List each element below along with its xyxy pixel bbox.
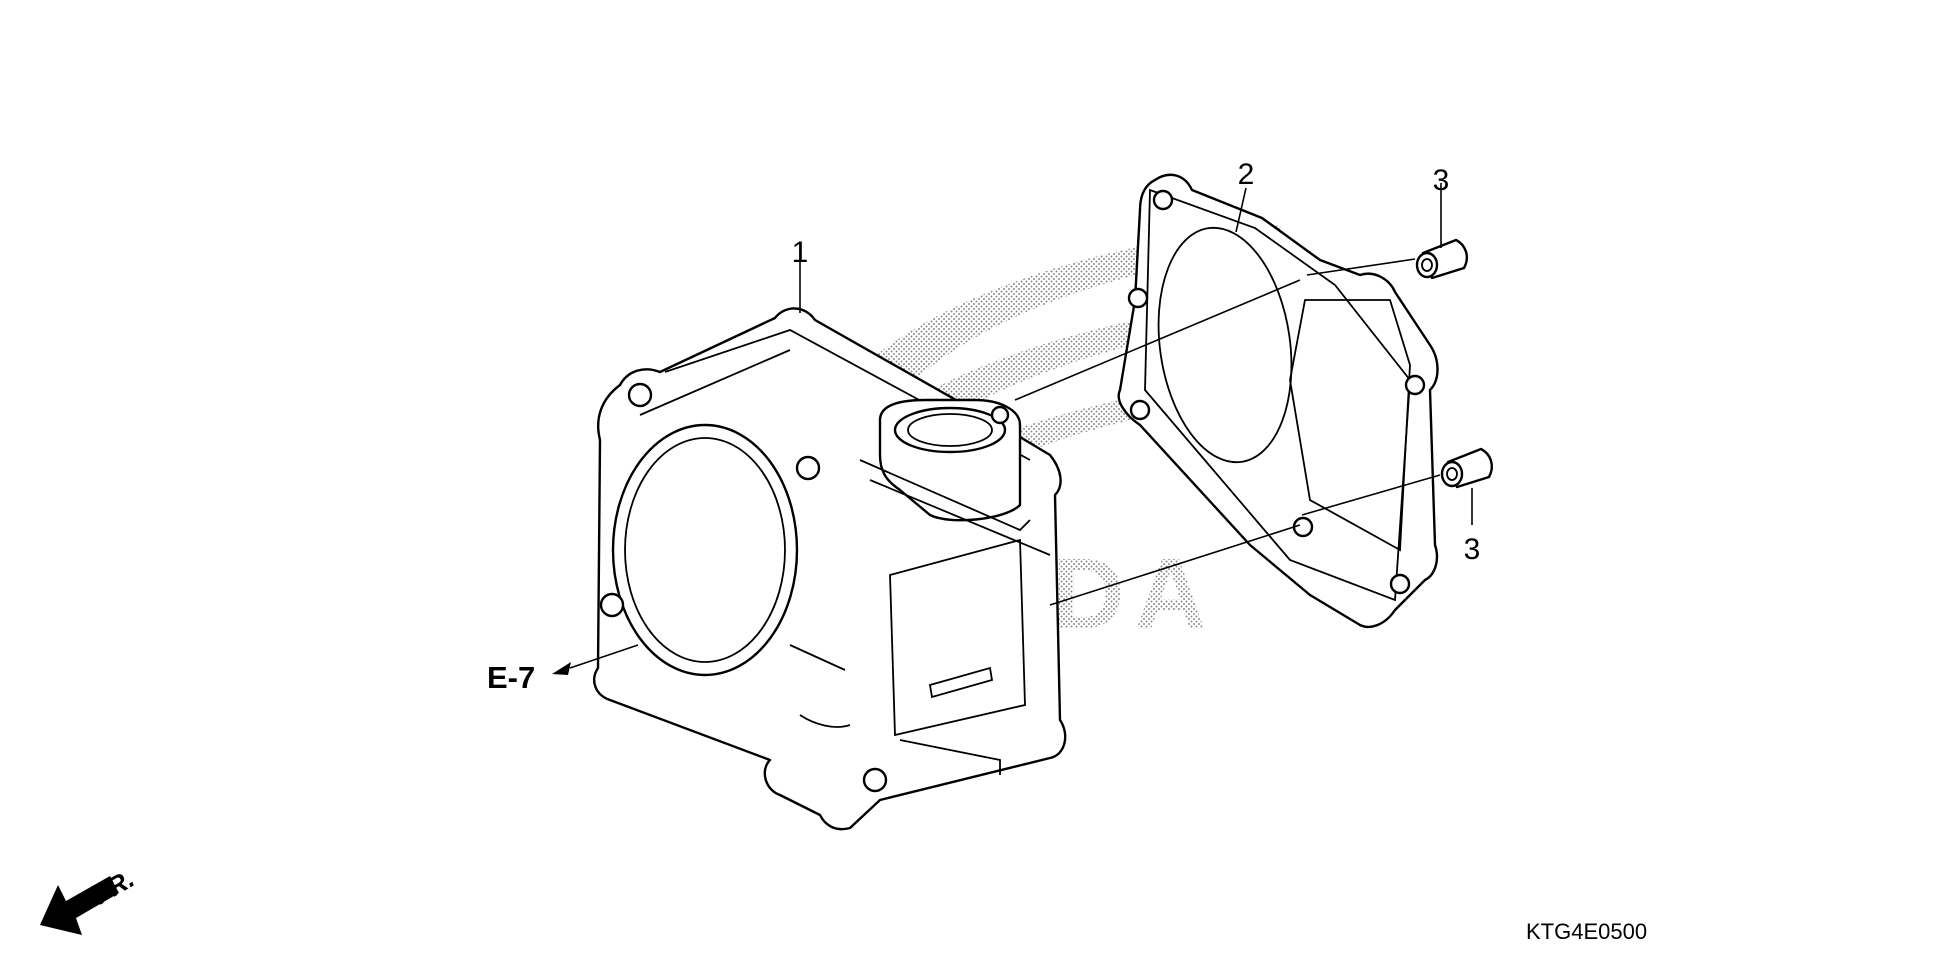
reference-arrowhead-icon [552, 662, 571, 675]
diagram-code: KTG4E0500 [1526, 919, 1647, 944]
front-arrow-icon [40, 876, 119, 935]
callout-part-1: 1 [792, 236, 809, 269]
callout-part-2: 2 [1238, 158, 1255, 191]
cylinder-part[interactable] [593, 307, 1067, 831]
reference-label[interactable]: E-7 [487, 660, 535, 695]
dowel-pin-lower[interactable] [1440, 447, 1493, 489]
gasket-part[interactable] [1117, 173, 1439, 629]
callout-part-3-lower: 3 [1464, 533, 1481, 566]
assembly-lines [552, 183, 1473, 675]
dowel-pin-upper[interactable] [1415, 238, 1468, 280]
callout-part-3-upper: 3 [1433, 164, 1450, 197]
